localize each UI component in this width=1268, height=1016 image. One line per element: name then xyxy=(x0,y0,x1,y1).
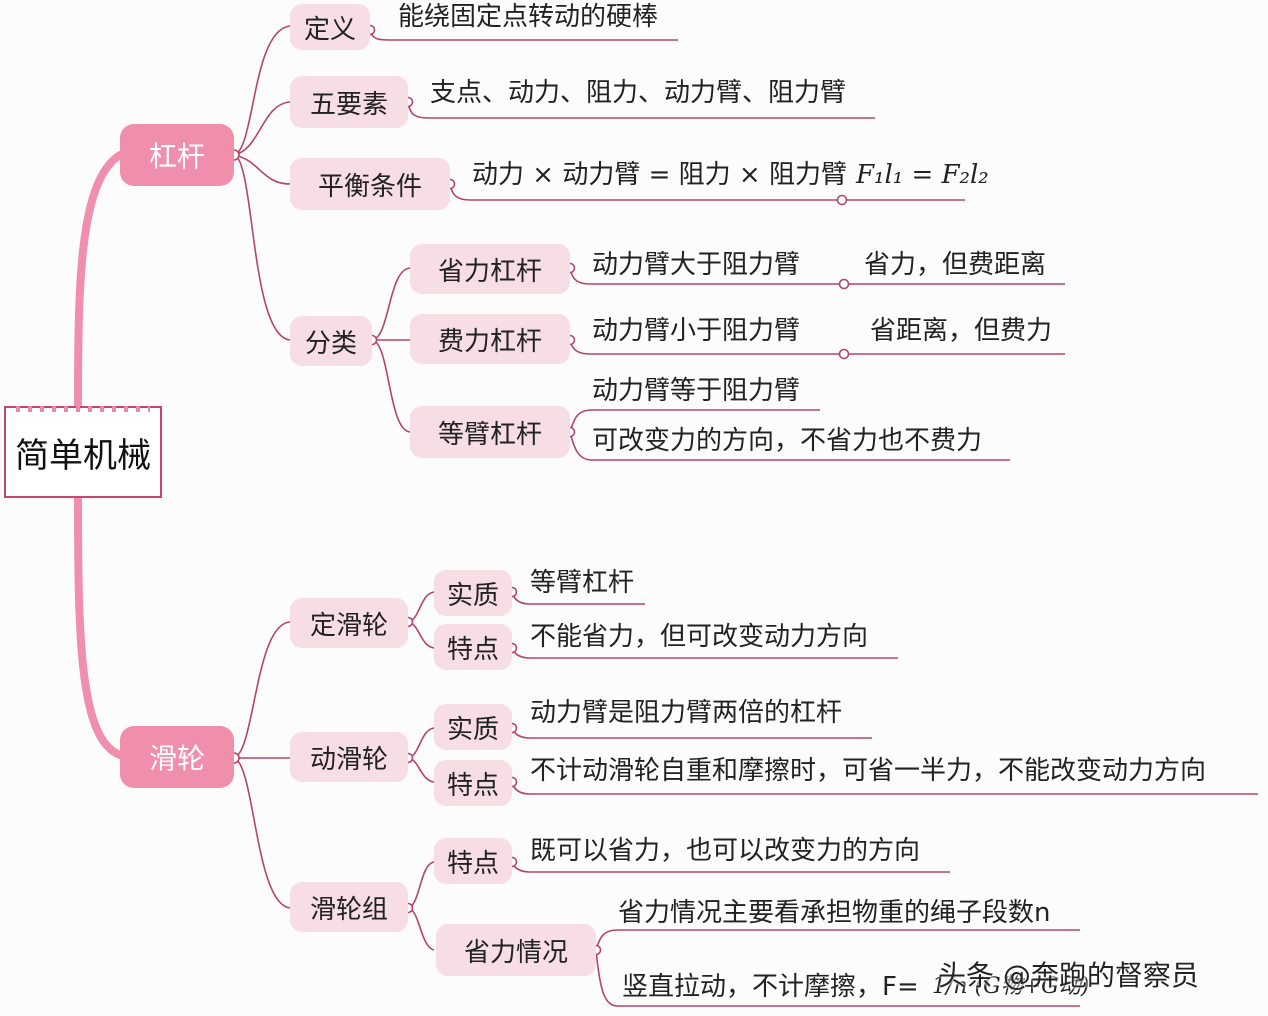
pulley-block-saving-label: 省力情况 xyxy=(463,937,568,968)
root-label: 简单机械 xyxy=(15,435,151,476)
fixed-pulley-essence-node[interactable]: 实质 xyxy=(434,570,512,616)
lever-balance-formula: F₁l₁ = F₂l₂ xyxy=(856,160,989,190)
effort-lever-node[interactable]: 省力杠杆 xyxy=(410,244,570,294)
fixed-pulley-feature-label: 特点 xyxy=(446,634,499,665)
lever-classes-node[interactable]: 分类 xyxy=(290,316,372,366)
lever-elements-label: 五要素 xyxy=(309,89,388,120)
pulley-block-label: 滑轮组 xyxy=(309,894,388,925)
lever-balance-node[interactable]: 平衡条件 xyxy=(290,158,450,210)
pulley-node[interactable]: 滑轮 xyxy=(120,726,234,788)
fixed-pulley-node[interactable]: 定滑轮 xyxy=(290,598,408,648)
lever-definition-label: 定义 xyxy=(303,14,356,45)
pulley-block-feature-label: 特点 xyxy=(446,848,499,879)
movable-pulley-feature-label: 特点 xyxy=(446,770,499,801)
root-node[interactable]: 简单机械 xyxy=(4,406,162,498)
lever-classes-label: 分类 xyxy=(304,328,357,359)
pulley-block-saving-text2: 竖直拉动，不计摩擦，F= xyxy=(622,972,919,1002)
fixed-pulley-label: 定滑轮 xyxy=(309,610,388,641)
fixed-pulley-feature-text: 不能省力，但可改变动力方向 xyxy=(530,622,869,652)
movable-pulley-feature-text: 不计动滑轮自重和摩擦时，可省一半力，不能改变动力方向 xyxy=(530,756,1207,786)
lever-elements-node[interactable]: 五要素 xyxy=(290,76,408,128)
movable-pulley-feature-node[interactable]: 特点 xyxy=(434,760,512,806)
distance-lever-node[interactable]: 费力杠杆 xyxy=(410,314,570,364)
lever-label: 杠杆 xyxy=(148,140,205,173)
distance-lever-result: 省距离，但费力 xyxy=(870,316,1053,346)
lever-elements-text: 支点、动力、阻力、动力臂、阻力臂 xyxy=(430,78,847,108)
movable-pulley-essence-node[interactable]: 实质 xyxy=(434,704,512,750)
fixed-pulley-essence-text: 等臂杠杆 xyxy=(530,568,635,598)
pulley-block-feature-text: 既可以省力，也可以改变力的方向 xyxy=(530,836,921,866)
movable-pulley-label: 动滑轮 xyxy=(309,744,388,775)
fixed-pulley-feature-node[interactable]: 特点 xyxy=(434,624,512,670)
lever-definition-node[interactable]: 定义 xyxy=(290,4,370,50)
fixed-pulley-essence-label: 实质 xyxy=(446,580,499,611)
movable-pulley-essence-text: 动力臂是阻力臂两倍的杠杆 xyxy=(530,698,843,728)
equal-lever-text2: 可改变力的方向，不省力也不费力 xyxy=(592,426,983,456)
lever-balance-text: 动力 × 动力臂 = 阻力 × 阻力臂 xyxy=(472,160,847,190)
lever-definition-text: 能绕固定点转动的硬棒 xyxy=(398,2,659,32)
movable-pulley-node[interactable]: 动滑轮 xyxy=(290,732,408,782)
effort-lever-text: 动力臂大于阻力臂 xyxy=(592,250,801,280)
pulley-label: 滑轮 xyxy=(148,742,205,775)
distance-lever-text: 动力臂小于阻力臂 xyxy=(592,316,801,346)
equal-lever-text1: 动力臂等于阻力臂 xyxy=(592,376,801,406)
pulley-block-node[interactable]: 滑轮组 xyxy=(290,882,408,932)
equal-lever-label: 等臂杠杆 xyxy=(437,419,542,450)
pulley-block-saving-formula: 1/n (G物+G动) xyxy=(932,974,1090,999)
pulley-block-feature-node[interactable]: 特点 xyxy=(434,838,512,884)
lever-node[interactable]: 杠杆 xyxy=(120,124,234,186)
effort-lever-result: 省力，但费距离 xyxy=(864,250,1047,280)
movable-pulley-essence-label: 实质 xyxy=(446,714,499,745)
watermark: 头条 @奔跑的督察员 xyxy=(938,959,1199,992)
pulley-block-saving-node[interactable]: 省力情况 xyxy=(436,924,596,976)
equal-lever-node[interactable]: 等臂杠杆 xyxy=(410,406,570,458)
pulley-block-saving-text1: 省力情况主要看承担物重的绳子段数n xyxy=(618,898,1051,928)
distance-lever-label: 费力杠杆 xyxy=(437,326,542,357)
lever-balance-label: 平衡条件 xyxy=(317,171,422,202)
root-decoration xyxy=(16,406,150,412)
effort-lever-label: 省力杠杆 xyxy=(437,256,542,287)
